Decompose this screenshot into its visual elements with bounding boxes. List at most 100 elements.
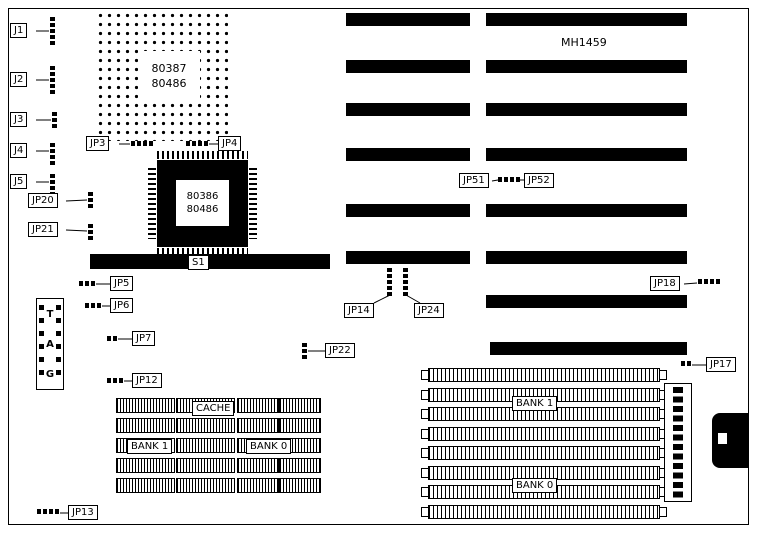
simm-bank1-label: BANK 1 — [512, 396, 558, 411]
isa-slot-6-left — [346, 251, 470, 264]
jp18-header — [698, 279, 720, 284]
pga-socket-label: 80387 80486 — [138, 51, 200, 101]
jp6-header — [85, 303, 101, 308]
jp5-label: JP5 — [110, 276, 134, 291]
pga-line1: 80387 — [151, 62, 187, 75]
cache-chip — [116, 458, 175, 473]
isa-slot-6-right — [486, 251, 687, 264]
jp4-header — [186, 141, 208, 146]
jp13-label: JP13 — [68, 505, 98, 520]
isa-slot-4-left — [346, 148, 470, 161]
jp4-label: JP4 — [218, 136, 242, 151]
cpu-label: 80386 80486 — [176, 180, 229, 226]
isa-slot-8 — [490, 342, 687, 355]
isa-slot-2-right — [486, 60, 687, 73]
jp51-jp52-header — [498, 177, 520, 182]
j4-header — [50, 143, 55, 165]
power-connector-pins — [673, 387, 683, 498]
jp17-header — [681, 361, 691, 366]
cache-label: CACHE — [192, 401, 235, 416]
j3-header — [52, 112, 57, 128]
cpu-line1: 80386 — [186, 191, 219, 202]
jp7-header — [107, 336, 117, 341]
isa-slot-3-left — [346, 103, 470, 116]
isa-slot-3-right — [486, 103, 687, 116]
j3-label: J3 — [10, 112, 28, 127]
jp12-label: JP12 — [132, 373, 162, 388]
jp14-label: JP14 — [344, 303, 374, 318]
simm-socket-1 — [421, 368, 667, 382]
keyboard-connector-hole — [718, 433, 727, 444]
cache-chip — [237, 478, 279, 493]
jp21-header — [88, 224, 93, 240]
jp14-header — [387, 268, 392, 296]
cache-chip — [176, 478, 235, 493]
jp20-header — [88, 192, 93, 208]
simm-socket-8 — [421, 505, 667, 519]
j4-label: J4 — [10, 143, 28, 158]
cache-chip — [279, 458, 321, 473]
j5-header — [50, 174, 55, 196]
tag-ram-site: T A G — [36, 298, 64, 390]
tag-letters: T A G — [37, 299, 63, 389]
jp24-label: JP24 — [414, 303, 444, 318]
jp12-header — [107, 378, 123, 383]
cache-chip — [116, 418, 175, 433]
jp51-label: JP51 — [459, 173, 489, 188]
jp24-header — [403, 268, 408, 296]
tag-letter-t: T — [46, 308, 54, 320]
j1-label: J1 — [10, 23, 28, 38]
keyboard-din-connector — [712, 413, 749, 468]
simm-socket-5 — [421, 446, 667, 460]
isa-slot-4-right — [486, 148, 687, 161]
jp6-label: JP6 — [110, 298, 134, 313]
cpu-pins-top — [157, 151, 248, 159]
jp3-header — [131, 141, 153, 146]
cache-chip — [116, 478, 175, 493]
jp52-label: JP52 — [524, 173, 554, 188]
jp22-label: JP22 — [325, 343, 355, 358]
power-connector — [664, 383, 692, 502]
jp18-label: JP18 — [650, 276, 680, 291]
tag-letter-a: A — [46, 338, 54, 350]
pga-line2: 80486 — [151, 77, 187, 90]
jp21-label: JP21 — [28, 222, 58, 237]
cpu-pins-left — [148, 168, 156, 239]
j5-label: J5 — [10, 174, 28, 189]
tag-pads-right — [56, 305, 61, 383]
cache-bank1-label: BANK 1 — [127, 439, 173, 454]
cache-chip — [279, 418, 321, 433]
cpu-pins-right — [249, 168, 257, 239]
cache-chip — [237, 418, 279, 433]
cache-chip — [237, 458, 279, 473]
switch-s1 — [90, 254, 330, 269]
jp20-label: JP20 — [28, 193, 58, 208]
j1-header — [50, 17, 55, 45]
cache-chip — [279, 398, 321, 413]
jp5-header — [79, 281, 95, 286]
cache-chip — [176, 458, 235, 473]
model-number: MH1459 — [561, 36, 607, 49]
isa-slot-2-left — [346, 60, 470, 73]
jp3-label: JP3 — [86, 136, 110, 151]
pga-socket-80387-80486: 80387 80486 — [96, 11, 228, 141]
cpu-line2: 80486 — [186, 204, 219, 215]
tag-pads-left — [39, 305, 44, 383]
cache-chip — [176, 438, 235, 453]
isa-slot-1-right — [486, 13, 687, 26]
j2-header — [50, 66, 55, 94]
cache-bank0-label: BANK 0 — [246, 439, 292, 454]
tag-letter-g: G — [45, 368, 55, 380]
cache-chip — [237, 398, 279, 413]
cpu-80386-80486: 80386 80486 — [157, 160, 248, 247]
isa-slot-7 — [486, 295, 687, 308]
isa-slot-5-left — [346, 204, 470, 217]
cache-chip — [279, 478, 321, 493]
cache-chip — [116, 398, 175, 413]
cache-chip — [176, 418, 235, 433]
isa-slot-5-right — [486, 204, 687, 217]
cpu-pins-bottom — [157, 248, 248, 256]
simm-socket-4 — [421, 427, 667, 441]
jp22-header — [302, 343, 307, 359]
